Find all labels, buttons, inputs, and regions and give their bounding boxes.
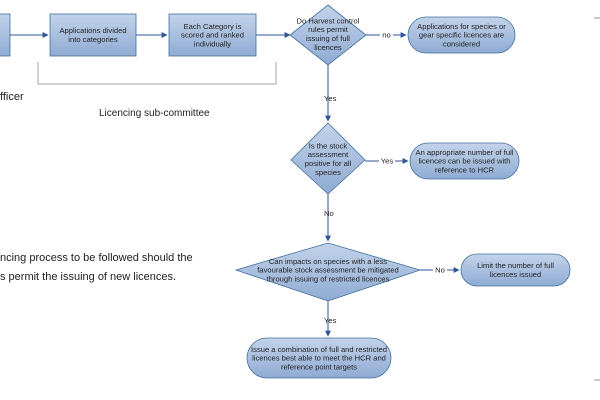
- outcome-full-terminator: [409, 142, 520, 180]
- subcommittee-bracket: [37, 62, 277, 85]
- decision-stock-diamond: [290, 122, 366, 195]
- body-text-line-1: ncing process to be followed should the: [0, 252, 193, 264]
- process-divide-box: [49, 13, 137, 57]
- outcome-limit-terminator: [460, 253, 571, 287]
- subcommittee-label: Licencing sub-committee: [99, 108, 210, 119]
- outcome-combination-terminator: [246, 337, 392, 379]
- body-text-line-2: s permit the issuing of new licences.: [0, 271, 176, 283]
- label-impacts-yes: Yes: [324, 316, 337, 325]
- decision-hcr-diamond: [289, 4, 367, 66]
- process-score-box: [168, 13, 257, 57]
- outcome-combination-text: Issue a combination of full and restrict…: [251, 345, 387, 372]
- label-hcr-no: no: [382, 31, 390, 40]
- label-stock-yes: Yes: [381, 157, 394, 166]
- decision-impacts-diamond: [234, 242, 422, 302]
- officer-label: fficer: [0, 91, 24, 103]
- label-hcr-yes: Yes: [324, 94, 337, 103]
- label-impacts-no: No: [435, 266, 445, 275]
- offpage-process-box: [0, 13, 11, 57]
- label-stock-no: No: [324, 209, 334, 218]
- outcome-specific-terminator: [407, 16, 516, 54]
